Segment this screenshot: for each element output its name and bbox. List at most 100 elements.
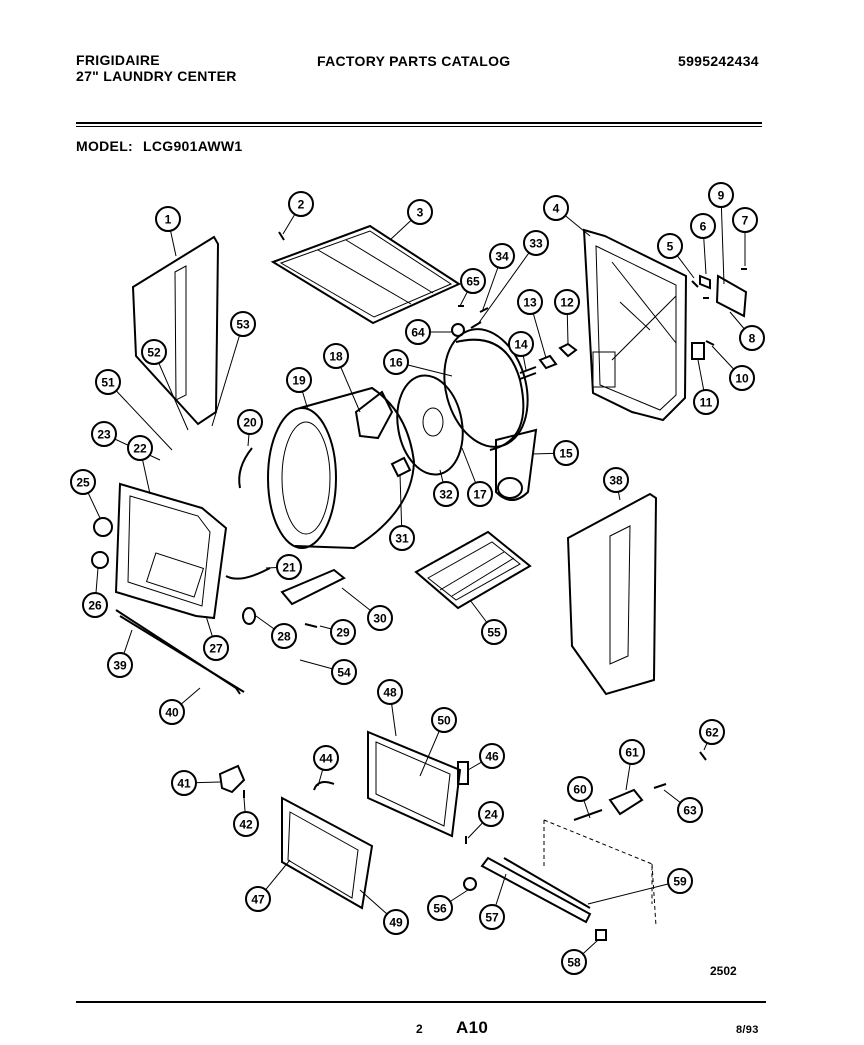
callout-label: 48 — [383, 686, 397, 700]
callout-27: 27 — [203, 635, 229, 661]
callout-label: 49 — [389, 916, 403, 930]
page-number: 2 — [416, 1022, 423, 1036]
callout-circle — [467, 481, 493, 507]
callout-23: 23 — [91, 421, 117, 447]
callout-60: 60 — [567, 776, 593, 802]
callout-59: 59 — [667, 868, 693, 894]
callout-circle — [159, 699, 185, 725]
callout-label: 15 — [559, 447, 573, 461]
callout-circle — [693, 389, 719, 415]
figure-code: 2502 — [710, 964, 737, 978]
callout-circle — [82, 592, 108, 618]
callout-label: 8 — [749, 332, 756, 346]
callout-label: 44 — [319, 752, 333, 766]
footer-rule — [76, 1001, 766, 1003]
callout-29: 29 — [330, 619, 356, 645]
callout-circle — [107, 652, 133, 678]
callout-label: 32 — [439, 488, 453, 502]
callout-13: 13 — [517, 289, 543, 315]
callout-label: 31 — [395, 532, 409, 546]
callout-circle — [667, 868, 693, 894]
callout-circle — [286, 367, 312, 393]
callout-label: 57 — [485, 911, 499, 925]
callout-16: 16 — [383, 349, 409, 375]
callout-circle — [203, 635, 229, 661]
callout-circle — [517, 289, 543, 315]
callout-circle — [481, 619, 507, 645]
callout-49: 49 — [383, 909, 409, 935]
callout-4: 4 — [543, 195, 569, 221]
callout-circle — [523, 230, 549, 256]
callout-22: 22 — [127, 435, 153, 461]
header-rule-thin — [76, 126, 762, 127]
callout-34: 34 — [489, 243, 515, 269]
callout-label: 53 — [236, 318, 250, 332]
callout-65: 65 — [460, 268, 486, 294]
page-code: A10 — [456, 1018, 489, 1037]
callout-circle — [171, 770, 197, 796]
callout-circle — [70, 469, 96, 495]
callout-label: 39 — [113, 659, 127, 673]
callout-circle — [323, 343, 349, 369]
callout-39: 39 — [107, 652, 133, 678]
callout-label: 7 — [742, 214, 749, 228]
callout-label: 27 — [209, 642, 223, 656]
catalog-title: FACTORY PARTS CATALOG — [317, 53, 511, 69]
callout-circle — [677, 797, 703, 823]
callout-17: 17 — [467, 481, 493, 507]
callout-circle — [271, 623, 297, 649]
callout-circle — [383, 349, 409, 375]
callout-circle — [603, 467, 629, 493]
callout-circle — [367, 605, 393, 631]
callout-38: 38 — [603, 467, 629, 493]
callout-41: 41 — [171, 770, 197, 796]
callout-circle — [245, 886, 271, 912]
brand-name: FRIGIDAIRE — [76, 52, 160, 68]
callout-circle — [389, 525, 415, 551]
callout-20: 20 — [237, 409, 263, 435]
callout-circle — [331, 659, 357, 685]
callout-label: 65 — [466, 275, 480, 289]
callout-circle — [460, 268, 486, 294]
callout-label: 34 — [495, 250, 509, 264]
callout-label: 63 — [683, 804, 697, 818]
lint-rack — [414, 530, 532, 610]
callout-label: 19 — [292, 374, 306, 388]
header-rule — [76, 122, 762, 124]
callout-circle — [739, 325, 765, 351]
callout-label: 30 — [373, 612, 387, 626]
callout-48: 48 — [377, 679, 403, 705]
callout-21: 21 — [276, 554, 302, 580]
callout-circle — [508, 331, 534, 357]
callout-label: 3 — [417, 206, 424, 220]
callout-label: 58 — [567, 956, 581, 970]
callout-label: 6 — [700, 220, 707, 234]
callout-31: 31 — [389, 525, 415, 551]
model-number: LCG901AWW1 — [143, 138, 243, 154]
callout-label: 11 — [700, 396, 713, 410]
callout-12: 12 — [554, 289, 580, 315]
callout-circle — [433, 481, 459, 507]
callout-28: 28 — [271, 623, 297, 649]
callout-label: 56 — [433, 902, 447, 916]
callout-circle — [288, 191, 314, 217]
callout-6: 6 — [690, 213, 716, 239]
callout-label: 23 — [97, 428, 111, 442]
callout-circle — [567, 776, 593, 802]
callout-circle — [141, 339, 167, 365]
callout-label: 42 — [239, 818, 253, 832]
callout-14: 14 — [508, 331, 534, 357]
product-name: 27" LAUNDRY CENTER — [76, 68, 237, 84]
callout-19: 19 — [286, 367, 312, 393]
callout-61: 61 — [619, 739, 645, 765]
callout-label: 5 — [667, 240, 674, 254]
callout-circle — [732, 207, 758, 233]
callout-53: 53 — [230, 311, 256, 337]
callout-label: 60 — [573, 783, 587, 797]
door-frame — [367, 730, 462, 838]
drum — [294, 386, 416, 550]
callout-51: 51 — [95, 369, 121, 395]
